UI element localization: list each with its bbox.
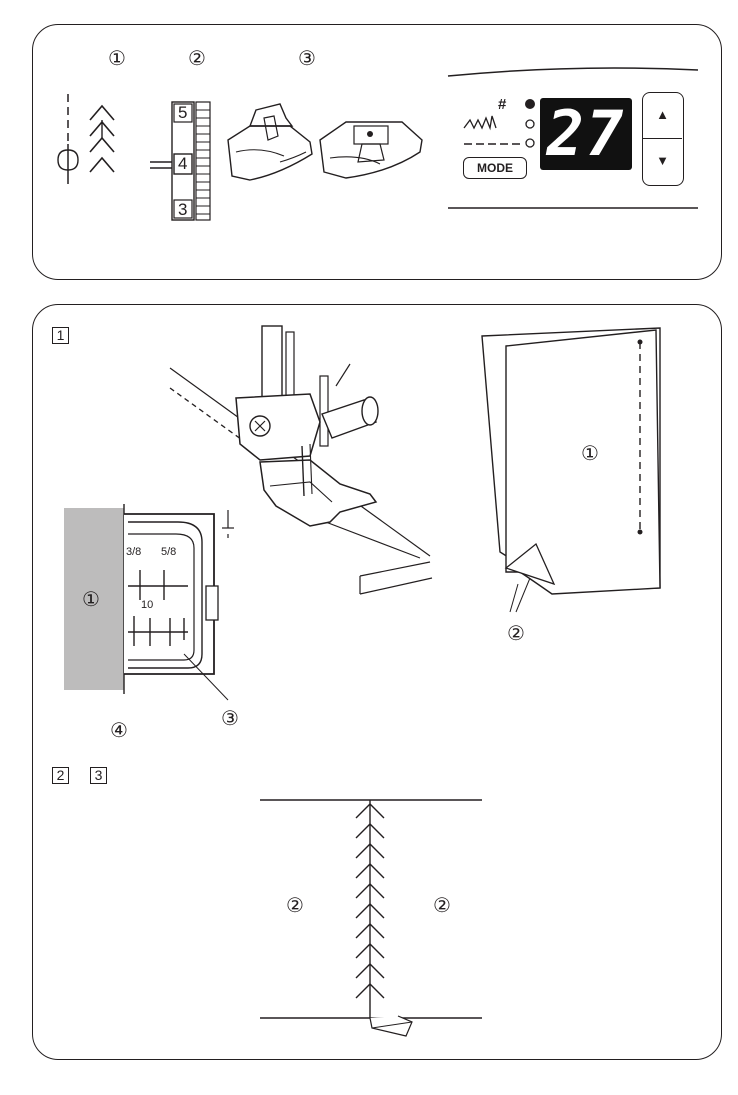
folded-fabric-main-label: ①	[581, 443, 599, 463]
seam-illustration	[256, 796, 486, 1041]
scale-number-3: 3	[178, 200, 187, 220]
guide-mark-10: 10	[141, 599, 153, 611]
step-2-badge: 2	[52, 767, 69, 784]
down-arrow-icon: ▼	[656, 153, 669, 168]
presser-foot-a-icon	[220, 96, 320, 186]
up-down-buttons: ▲ ▼	[642, 92, 684, 186]
stitch-symbol-icon	[52, 90, 142, 190]
scale-number-5: 5	[178, 103, 187, 123]
stitch-number-display: 27	[540, 98, 632, 170]
scale-number-4: 4	[178, 154, 187, 174]
label-foot: ③	[298, 48, 316, 68]
up-button[interactable]: ▲	[643, 93, 682, 138]
label-tension: ②	[188, 48, 206, 68]
step-3-badge: 3	[90, 767, 107, 784]
up-arrow-icon: ▲	[656, 107, 669, 122]
fabric-label: ①	[82, 589, 100, 609]
guide-label: ③	[221, 708, 239, 728]
folded-fabric-illustration	[470, 322, 670, 622]
mode-button[interactable]: MODE	[463, 157, 527, 179]
folded-fabric-corner-label: ②	[507, 623, 525, 643]
guide-mark-5-8: 5/8	[161, 546, 176, 558]
guide-mark-3-8: 3/8	[126, 546, 141, 558]
down-button[interactable]: ▼	[643, 139, 682, 184]
presser-foot-b-icon	[310, 100, 430, 185]
foot-guide-closeup	[118, 504, 248, 714]
step-1-badge: 1	[52, 327, 69, 344]
seam-right-label: ②	[433, 895, 451, 915]
indicator-lights	[462, 96, 540, 156]
seam-left-label: ②	[286, 895, 304, 915]
label-stitch: ①	[108, 48, 126, 68]
edge-label: ④	[110, 720, 128, 740]
